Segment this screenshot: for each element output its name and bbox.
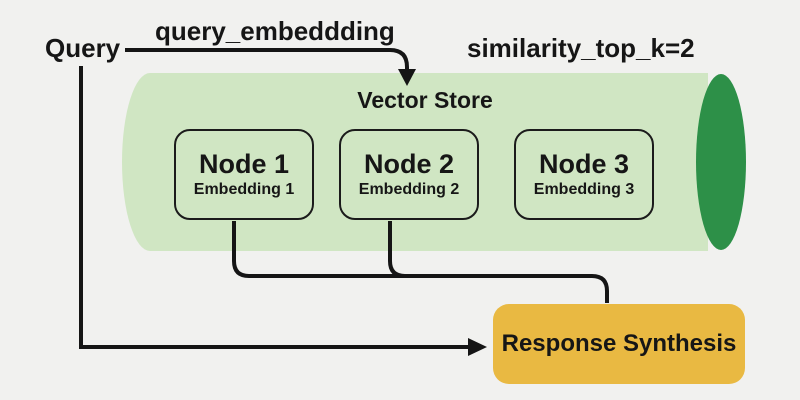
vector-store-title: Vector Store (357, 87, 493, 113)
cylinder-body (150, 73, 708, 251)
node-2-box: Node 2 Embedding 2 (339, 129, 479, 220)
similarity-top-k-label: similarity_top_k=2 (467, 33, 695, 63)
node-2-title: Node 2 (363, 149, 455, 179)
node2-to-response-connector (388, 221, 406, 278)
node-2-subtitle: Embedding 2 (358, 181, 460, 198)
query-label: Query (45, 33, 121, 63)
node-3-box: Node 3 Embedding 3 (514, 129, 654, 220)
node-1-subtitle: Embedding 1 (193, 181, 295, 198)
node-1-title: Node 1 (198, 149, 290, 179)
response-synthesis-box: Response Synthesis (493, 304, 745, 384)
query-embedding-arrow-line (125, 48, 409, 70)
node-1-box: Node 1 Embedding 1 (174, 129, 314, 220)
node-3-subtitle: Embedding 3 (533, 181, 635, 198)
query-embedding-arrowhead-icon (398, 69, 416, 86)
cylinder-right-cap (696, 74, 746, 250)
query-embedding-arrow-label: query_embeddding (155, 16, 395, 46)
query-to-response-arrow-line (79, 66, 468, 349)
node1-to-response-connector (232, 221, 609, 303)
node-3-title: Node 3 (538, 149, 630, 179)
query-to-response-arrowhead-icon (468, 338, 487, 356)
response-synthesis-label: Response Synthesis (501, 330, 737, 357)
